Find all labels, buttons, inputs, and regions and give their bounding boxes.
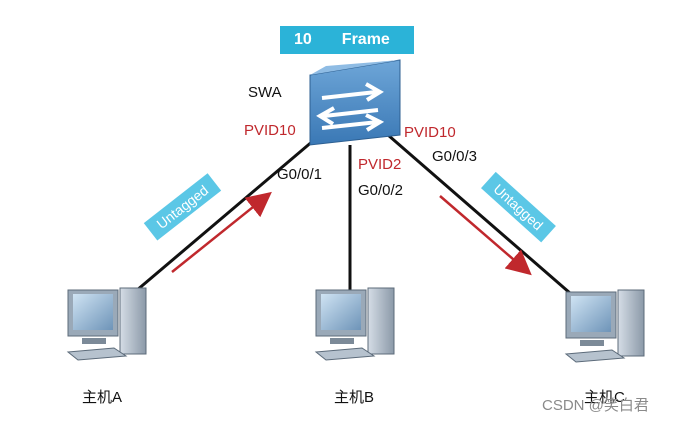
computer-c-icon xyxy=(564,289,645,363)
link-a xyxy=(129,133,321,298)
computer-b-icon xyxy=(314,287,395,361)
watermark: CSDN @笑白君 xyxy=(542,397,649,414)
port-right-pvid: PVID10 xyxy=(404,124,456,141)
frame-vlan: 10 xyxy=(294,31,312,48)
host-c-label: 主机C xyxy=(584,389,625,406)
port-left-name: G0/0/1 xyxy=(277,166,323,183)
arrow-egress xyxy=(439,195,532,276)
port-middle-pvid: PVID2 xyxy=(358,156,402,173)
computer-a-icon xyxy=(66,287,147,361)
host-b-label: 主机B xyxy=(334,389,375,406)
arrow-ingress xyxy=(171,191,272,273)
host-a-label: 主机A xyxy=(82,389,123,406)
port-right-name: G0/0/3 xyxy=(432,148,478,165)
frame-header: 10 Frame xyxy=(280,26,414,54)
port-middle-name: G0/0/2 xyxy=(358,182,404,199)
switch-name: SWA xyxy=(248,84,282,101)
switch-icon xyxy=(309,59,401,146)
frame-label: Frame xyxy=(341,31,390,48)
link-c xyxy=(387,133,579,302)
port-left-pvid: PVID10 xyxy=(244,122,296,139)
